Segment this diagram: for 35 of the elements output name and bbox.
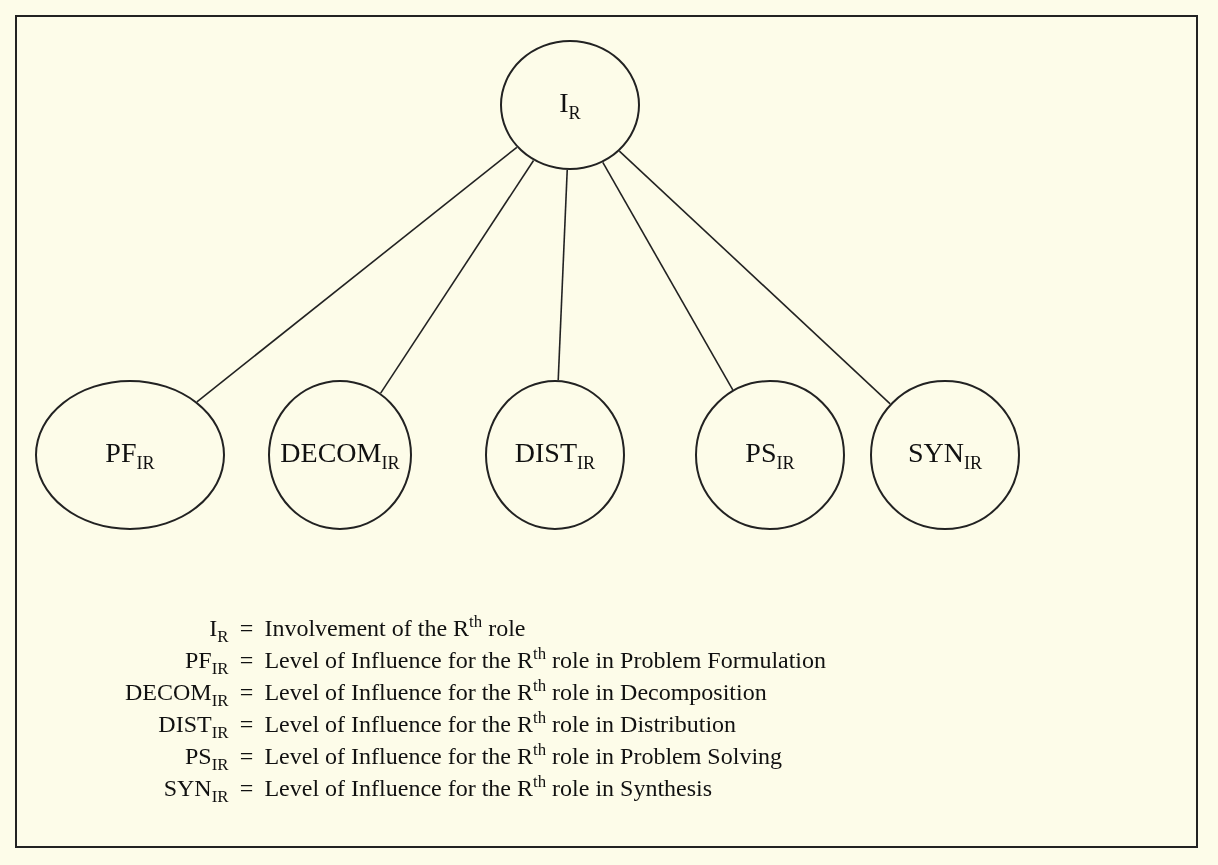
ellipse-node bbox=[268, 380, 412, 530]
term: DECOM$_{IR}$ bbox=[125, 678, 229, 708]
node-label: I$_{R}$ bbox=[559, 86, 581, 124]
connector-line bbox=[602, 161, 734, 391]
equals-sign: = bbox=[238, 710, 255, 739]
term: PF$_{IR}$ bbox=[183, 646, 229, 676]
ellipse-node bbox=[870, 380, 1020, 530]
definition-text: Involvement of the R$^{th}$ role bbox=[264, 612, 527, 643]
connector-line bbox=[196, 146, 518, 403]
node-label: PF$_{IR}$ bbox=[105, 436, 155, 474]
definition-text: Level of Influence for the R$^{th}$ role in Distribution bbox=[264, 708, 738, 739]
equals-sign: = bbox=[238, 678, 255, 707]
equals-sign: = bbox=[238, 646, 255, 675]
equals-sign: = bbox=[238, 742, 255, 771]
definition-text: Level of Influence for the R$^{th}$ role in Synthesis bbox=[264, 772, 714, 803]
ellipse-node bbox=[485, 380, 625, 530]
connector-line bbox=[618, 150, 891, 405]
node-label: PS$_{IR}$ bbox=[745, 436, 795, 474]
term: SYN$_{IR}$ bbox=[162, 774, 229, 804]
equals-sign: = bbox=[238, 614, 255, 643]
ellipse-node bbox=[35, 380, 225, 530]
definition-text: Level of Influence for the R$^{th}$ role in Problem Formulation bbox=[264, 644, 827, 675]
ellipse-node bbox=[695, 380, 845, 530]
definition-text: Level of Influence for the R$^{th}$ role in Problem Solving bbox=[264, 740, 784, 771]
connector-line bbox=[557, 169, 568, 381]
term: PS$_{IR}$ bbox=[183, 742, 229, 772]
term: I$_{R}$ bbox=[208, 614, 229, 644]
term: DIST$_{IR}$ bbox=[157, 710, 229, 740]
connector-line bbox=[379, 159, 535, 394]
node-label: SYN$_{IR}$ bbox=[907, 436, 983, 474]
node-label: DIST$_{IR}$ bbox=[514, 436, 596, 474]
ellipse-node bbox=[500, 40, 640, 170]
equals-sign: = bbox=[238, 774, 255, 803]
node-label: DECOM$_{IR}$ bbox=[280, 436, 400, 474]
definition-text: Level of Influence for the R$^{th}$ role in Decomposition bbox=[264, 676, 768, 707]
